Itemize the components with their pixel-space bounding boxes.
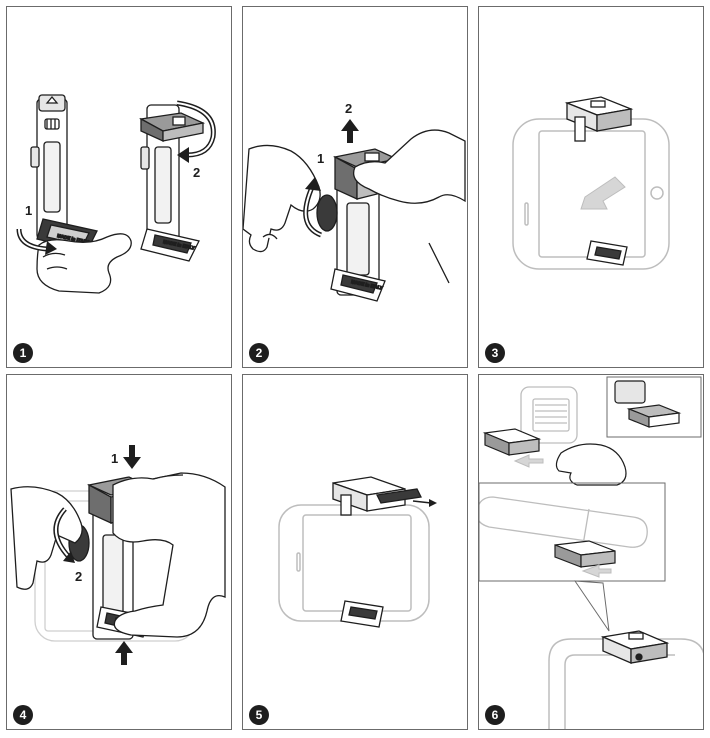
rotate-arrow-2 — [176, 100, 216, 163]
callout-number-1: 1 — [25, 203, 32, 218]
insert-arrow — [580, 176, 626, 210]
clamp-top-2 — [554, 540, 616, 568]
press-down-arrow-1 — [123, 445, 141, 469]
clamp-top — [564, 96, 634, 142]
rotate-arrow-1 — [303, 177, 323, 238]
tension-knob — [316, 194, 338, 232]
callout-number-2: 2 — [75, 569, 82, 584]
step-badge: 2 — [249, 343, 269, 363]
illustration-step-2: MADE in ITALY 1 2 — [243, 101, 466, 302]
cold-shoe-plate — [376, 488, 422, 504]
illustration-step-1: MADE in ITALY 1 MADE in ITALY — [16, 94, 216, 294]
step-panel-5: 5 — [242, 374, 468, 730]
step-badge: 3 — [485, 343, 505, 363]
inset-frame-2 — [479, 482, 666, 582]
callout-number-1: 1 — [111, 451, 118, 466]
step-badge: 1 — [13, 343, 33, 363]
callout-number-2: 2 — [345, 101, 352, 116]
right-hand-illustration — [352, 129, 466, 284]
callout-number-2: 2 — [193, 165, 200, 180]
step-panel-6: 6 — [478, 374, 704, 730]
illustration-step-4: MADE in ITALY 1 2 — [10, 445, 226, 665]
step-badge: 4 — [13, 705, 33, 725]
step-panel-4: MADE in ITALY 1 2 4 — [6, 374, 232, 730]
callout-pointer — [574, 580, 610, 632]
left-hand-illustration — [10, 486, 83, 590]
slide-arrow — [412, 499, 437, 507]
clamp-base-right: MADE in ITALY — [140, 228, 200, 262]
microphone-accessory — [479, 496, 648, 548]
step-panel-2: MADE in ITALY 1 2 2 — [242, 6, 468, 368]
attach-arrow-1 — [513, 454, 544, 468]
rotate-arrow-2 — [53, 507, 75, 563]
clamp-bottom — [340, 600, 384, 628]
rotate-arrow-1 — [16, 228, 57, 255]
left-hand-illustration — [243, 144, 321, 253]
step-panel-3: 3 — [478, 6, 704, 368]
press-up-arrow — [115, 641, 133, 665]
step-badge: 6 — [485, 705, 505, 725]
illustration-step-3 — [512, 96, 670, 270]
right-hand-illustration — [112, 472, 226, 638]
hand-illustration — [36, 233, 132, 294]
inset-light-and-clamp — [614, 380, 682, 428]
illustration-step-6 — [479, 376, 703, 729]
phone-clamp-left — [30, 94, 68, 240]
pull-up-arrow-2 — [341, 119, 359, 143]
clamp-top-1 — [482, 428, 542, 456]
clamp-bottom — [586, 240, 628, 266]
illustration-step-5 — [278, 476, 437, 628]
callout-number-1: 1 — [317, 151, 324, 166]
smartphone-landscape — [278, 504, 430, 622]
attach-arrow-2 — [581, 564, 612, 578]
hand-illustration — [555, 443, 627, 486]
phone-clamp-right — [138, 104, 206, 246]
step-panel-1: MADE in ITALY 1 MADE in ITALY — [6, 6, 232, 368]
led-light-accessory — [520, 386, 578, 444]
clamp-top-main — [600, 630, 670, 664]
step-badge: 5 — [249, 705, 269, 725]
clamp-base: MADE in ITALY — [330, 268, 386, 302]
